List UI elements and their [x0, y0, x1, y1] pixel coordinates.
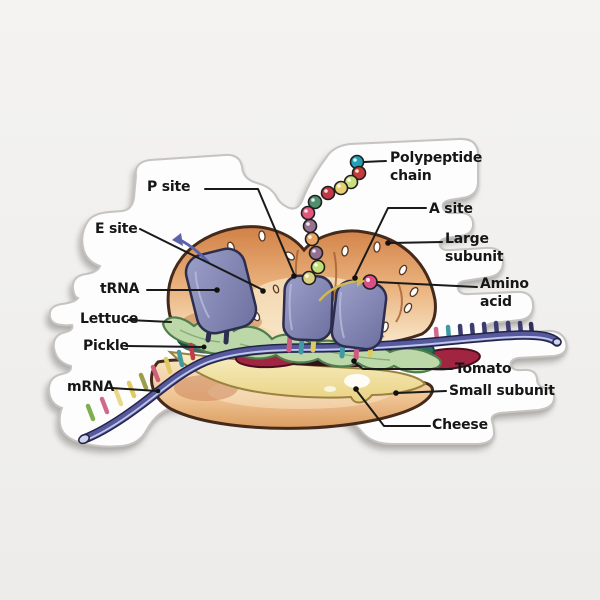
leader-lettuce: [127, 319, 172, 323]
leader-p-site: [204, 188, 295, 275]
label-a-site: A site: [429, 201, 473, 217]
cheese-shine: [344, 374, 370, 388]
label-trna: tRNA: [100, 281, 140, 297]
label-cheese: Cheese: [432, 417, 488, 433]
label-tomato: Tomato: [455, 361, 512, 377]
amino-acid-bead: [362, 274, 378, 290]
mrna-end-cap-right: [552, 337, 562, 347]
leader-pickle: [125, 345, 204, 348]
mrna-end-cap-left: [78, 433, 90, 445]
mrna-left-spikes: [85, 342, 196, 422]
label-e-site: E site: [95, 221, 138, 237]
leader-large-subunit: [389, 241, 443, 244]
trna-highlights: [194, 271, 345, 339]
leader-mrna: [111, 387, 158, 392]
leader-e-site: [139, 228, 264, 291]
label-p-site: P site: [147, 179, 191, 195]
leader-amino-acid: [376, 281, 478, 288]
trna-a-site: [330, 279, 388, 351]
amino-acid-arrow: [318, 276, 365, 302]
leader-polypeptide-chain: [363, 160, 387, 163]
leader-dots: [155, 240, 399, 396]
leader-small-subunit: [397, 390, 447, 394]
polypeptide-chain-beads: [300, 154, 367, 286]
burger-illustration: [78, 154, 562, 445]
cheese-shine-small: [324, 386, 336, 392]
label-pickle: Pickle: [83, 338, 129, 354]
leader-lines: [111, 160, 478, 427]
label-mrna: mRNA: [67, 379, 115, 395]
leader-cheese: [356, 390, 431, 427]
label-small-subunit: Small subunit: [449, 383, 555, 399]
label-lettuce: Lettuce: [80, 311, 139, 327]
leader-a-site: [354, 207, 427, 277]
bead-speculars: [304, 158, 359, 278]
exit-arrow: [172, 233, 210, 264]
trna-molecules: [184, 247, 388, 361]
leader-tomato: [354, 362, 453, 370]
trna-bodies: [184, 247, 388, 351]
mrna-strand: [78, 320, 562, 445]
